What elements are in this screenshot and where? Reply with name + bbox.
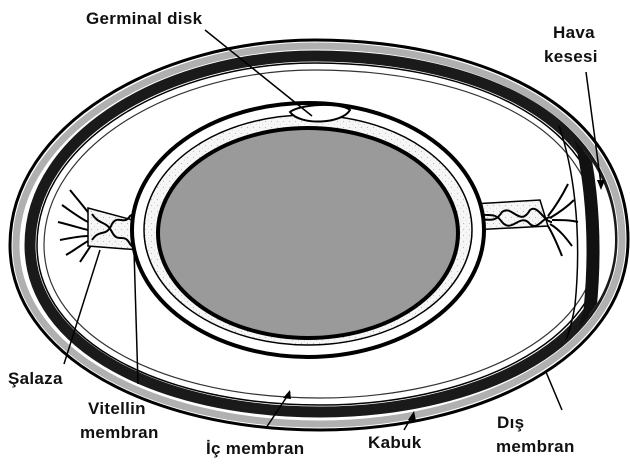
label-hava-line1: Hava [553,23,595,42]
label-dis-line2: membran [496,437,575,456]
label-ic-membran: İç membran [206,439,304,458]
yolk [132,103,484,357]
label-kabuk: Kabuk [368,433,422,452]
label-salaza: Şalaza [8,369,63,388]
label-germinal-disk: Germinal disk [86,9,203,28]
label-vitellin-line2: membran [80,423,159,442]
pointer-dis-membran [546,372,562,410]
label-dis-line1: Dış [497,413,524,432]
label-vitellin-line1: Vitellin [88,399,146,418]
label-hava-line2: kesesi [544,47,598,66]
yolk-core [158,128,458,338]
